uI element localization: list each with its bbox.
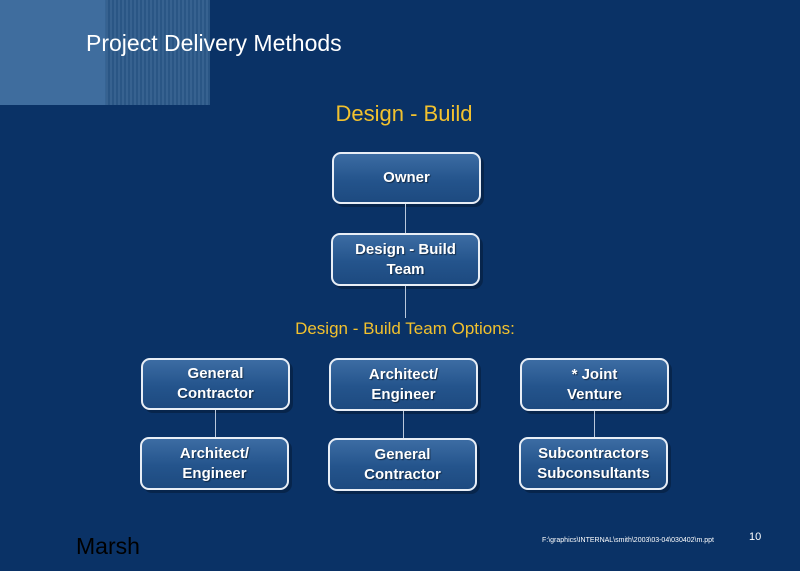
- design-build-team-box: Design - Build Team: [331, 233, 480, 286]
- owner-label: Owner: [383, 169, 430, 186]
- option-1-connector: [215, 410, 216, 438]
- option-3-bottom-label: Subcontractors Subconsultants: [537, 444, 650, 482]
- design-build-team-label: Design - Build Team: [355, 240, 456, 278]
- team-options-label: Design - Build Team Options:: [295, 319, 515, 338]
- slide-subtitle: Design - Build: [335, 101, 473, 126]
- owner-team-connector: [405, 204, 406, 234]
- option-2-top-box: Architect/ Engineer: [329, 358, 478, 411]
- corner-stripes: [106, 0, 210, 105]
- option-2-bottom-label: General Contractor: [364, 445, 441, 483]
- option-3-top-box: * Joint Venture: [520, 358, 669, 411]
- team-options-connector: [405, 286, 406, 318]
- option-2-connector: [403, 411, 404, 439]
- option-2-top-label: Architect/ Engineer: [368, 365, 439, 403]
- file-path: F:\graphics\INTERNAL\smith\2003\03-04\03…: [542, 537, 714, 544]
- option-1-top-box: General Contractor: [141, 358, 290, 410]
- option-2-bottom-box: General Contractor: [328, 438, 477, 491]
- corner-decoration: [0, 0, 210, 105]
- option-3-connector: [594, 411, 595, 438]
- page-number: 10: [749, 531, 762, 543]
- owner-box: Owner: [332, 152, 481, 204]
- company-name: Marsh: [76, 533, 140, 559]
- slide-title: Project Delivery Methods: [86, 30, 342, 56]
- option-3-bottom-box: Subcontractors Subconsultants: [519, 437, 668, 490]
- option-1-bottom-label: Architect/ Engineer: [179, 444, 250, 482]
- option-3-top-label: * Joint Venture: [566, 365, 623, 403]
- option-1-bottom-box: Architect/ Engineer: [140, 437, 289, 490]
- option-1-top-label: General Contractor: [177, 365, 254, 402]
